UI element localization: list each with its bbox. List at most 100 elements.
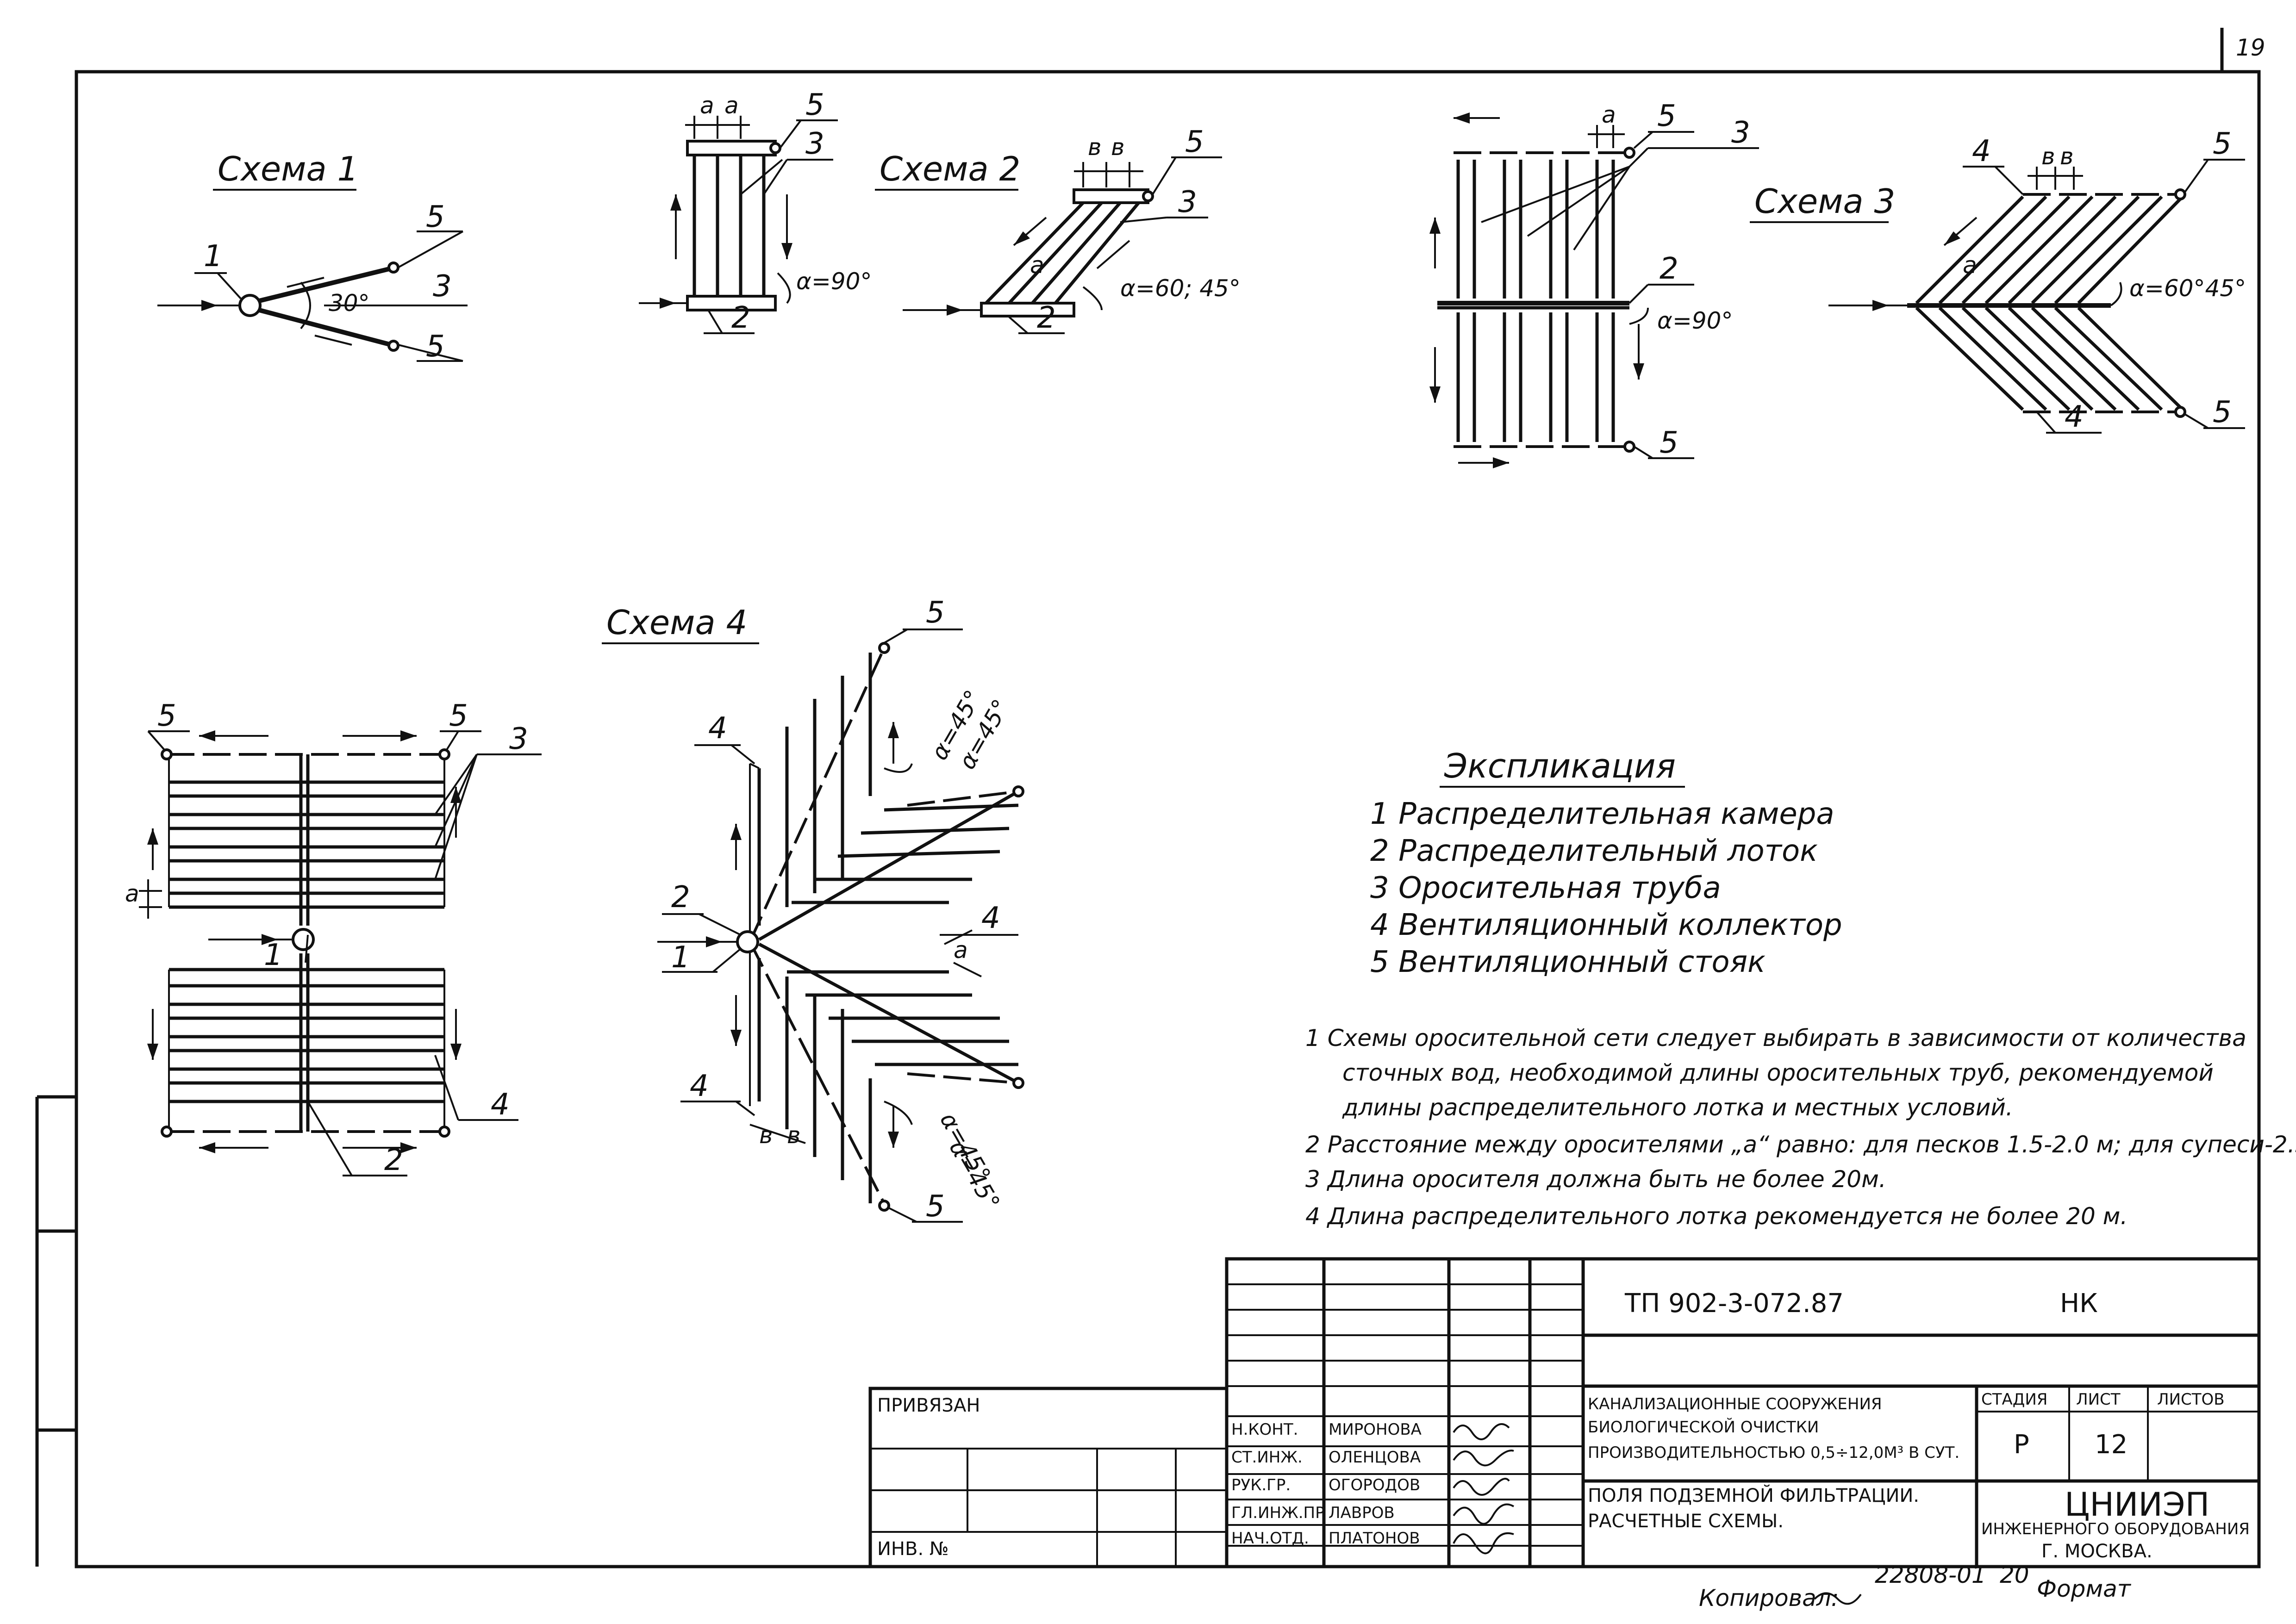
svg-text:3: 3 bbox=[805, 127, 824, 161]
svg-text:5: 5 bbox=[805, 88, 824, 122]
svg-text:Н.КОНТ.: Н.КОНТ. bbox=[1231, 1420, 1298, 1439]
scheme-1-title: Схема 1 bbox=[218, 149, 358, 188]
svg-text:в: в bbox=[1111, 134, 1124, 161]
svg-text:1: 1 bbox=[204, 239, 223, 274]
svg-text:КАНАЛИЗАЦИОННЫЕ СООРУЖЕНИЯ: КАНАЛИЗАЦИОННЫЕ СООРУЖЕНИЯ bbox=[1588, 1395, 1882, 1413]
scheme-2-title: Схема 2 bbox=[880, 149, 1020, 188]
svg-text:в: в bbox=[759, 1122, 773, 1149]
svg-text:30°: 30° bbox=[329, 290, 370, 317]
svg-text:ПЛАТОНОВ: ПЛАТОНОВ bbox=[1329, 1529, 1420, 1548]
doc-code: ТП 902-3-072.87 bbox=[1624, 1288, 1844, 1319]
svg-text:α=90°: α=90° bbox=[796, 268, 872, 295]
privyazan-label: ПРИВЯЗАН bbox=[877, 1395, 980, 1416]
svg-text:α=45°: α=45° bbox=[944, 1136, 1005, 1215]
svg-text:2: 2 bbox=[384, 1143, 403, 1177]
svg-text:5: 5 bbox=[449, 699, 468, 733]
svg-text:СТАДИЯ: СТАДИЯ bbox=[1981, 1390, 2047, 1409]
explication: Экспликация 1 Распределительная камера 2… bbox=[1370, 747, 1842, 979]
svg-text:a: a bbox=[125, 880, 139, 907]
svg-text:ПРОИЗВОДИТЕЛЬНОСТЬЮ 0,5÷12,0М³: ПРОИЗВОДИТЕЛЬНОСТЬЮ 0,5÷12,0М³ В СУТ. bbox=[1588, 1444, 1959, 1462]
page-number: 19 bbox=[2236, 34, 2265, 61]
inv-no-label: ИНВ. № bbox=[877, 1538, 948, 1560]
scheme-4-title: Схема 4 bbox=[606, 603, 747, 642]
svg-text:4: 4 bbox=[2065, 400, 2084, 434]
note-line: 2 Расстояние между оросителями „а“ равно… bbox=[1305, 1131, 2296, 1158]
svg-text:22808-01: 22808-01 bbox=[1875, 1562, 1986, 1588]
svg-text:ГЛ.ИНЖ.ПР: ГЛ.ИНЖ.ПР bbox=[1231, 1504, 1325, 1522]
note-line: 4 Длина распределительного лотка рекомен… bbox=[1305, 1203, 2128, 1230]
svg-text:в: в bbox=[787, 1122, 800, 1149]
svg-text:3: 3 bbox=[433, 269, 452, 304]
svg-text:5: 5 bbox=[1185, 125, 1204, 159]
svg-text:3: 3 bbox=[509, 722, 528, 756]
note-line: 1 Схемы оросительной сети следует выбира… bbox=[1305, 1025, 2246, 1052]
svg-text:2: 2 bbox=[671, 880, 690, 915]
svg-text:4: 4 bbox=[981, 901, 1000, 935]
scheme-2: Схема 2 α=90° a a 5 3 2 bbox=[639, 88, 1241, 335]
svg-text:РУК.ГР.: РУК.ГР. bbox=[1231, 1476, 1291, 1494]
svg-text:a: a bbox=[1963, 252, 1977, 279]
svg-text:ИНЖЕНЕРНОГО ОБОРУДОВАНИЯ: ИНЖЕНЕРНОГО ОБОРУДОВАНИЯ bbox=[1981, 1520, 2250, 1538]
footer: Копировал: 22808-01 20 Формат bbox=[1699, 1562, 2132, 1612]
svg-text:5: 5 bbox=[426, 330, 445, 364]
svg-text:a: a bbox=[724, 92, 739, 119]
svg-text:ЛАВРОВ: ЛАВРОВ bbox=[1329, 1504, 1395, 1522]
explication-item: 4 Вентиляционный коллектор bbox=[1370, 908, 1842, 942]
svg-text:α=90°: α=90° bbox=[1657, 307, 1733, 334]
note-line: длины распределительного лотка и местных… bbox=[1342, 1094, 2013, 1121]
explication-title: Экспликация bbox=[1444, 747, 1676, 785]
svg-text:5: 5 bbox=[926, 596, 945, 630]
scheme-4: Схема 4 bbox=[125, 596, 1024, 1224]
svg-text:2: 2 bbox=[1037, 301, 1056, 335]
svg-text:5: 5 bbox=[1660, 426, 1678, 460]
sheet-value: 12 bbox=[2095, 1430, 2128, 1460]
svg-text:БИОЛОГИЧЕСКОЙ ОЧИСТКИ: БИОЛОГИЧЕСКОЙ ОЧИСТКИ bbox=[1588, 1418, 1819, 1437]
distribution-chamber bbox=[238, 294, 262, 317]
svg-text:3: 3 bbox=[1178, 185, 1197, 219]
svg-text:20: 20 bbox=[2000, 1562, 2029, 1588]
svg-text:4: 4 bbox=[690, 1069, 709, 1103]
svg-text:ЛИСТОВ: ЛИСТОВ bbox=[2157, 1390, 2225, 1409]
signatures bbox=[1453, 1423, 1515, 1555]
title-block: ПРИВЯЗАН ИНВ. № Н.КОНТ. СТ.ИНЖ. РУК.ГР. … bbox=[868, 1257, 2261, 1568]
svg-text:в: в bbox=[1088, 134, 1101, 161]
svg-text:5: 5 bbox=[2213, 127, 2232, 161]
svg-text:5: 5 bbox=[2213, 395, 2232, 429]
svg-text:5: 5 bbox=[926, 1189, 945, 1224]
svg-text:α=60; 45°: α=60; 45° bbox=[1120, 275, 1241, 302]
note-line: 3 Длина оросителя должна быть не более 2… bbox=[1305, 1166, 1886, 1193]
scheme-3-title: Схема 3 bbox=[1754, 182, 1895, 221]
svg-text:5: 5 bbox=[157, 699, 176, 733]
svg-text:5: 5 bbox=[426, 200, 445, 234]
svg-text:ПОЛЯ ПОДЗЕМНОЙ ФИЛЬТРАЦИИ.: ПОЛЯ ПОДЗЕМНОЙ ФИЛЬТРАЦИИ. bbox=[1588, 1484, 1919, 1506]
svg-text:Формат: Формат bbox=[2037, 1575, 2132, 1602]
svg-text:Копировал:: Копировал: bbox=[1699, 1585, 1839, 1612]
svg-text:4: 4 bbox=[708, 711, 727, 746]
svg-text:НАЧ.ОТД.: НАЧ.ОТД. bbox=[1231, 1529, 1309, 1548]
svg-text:в: в bbox=[2041, 143, 2055, 170]
svg-text:РАСЧЕТНЫЕ СХЕМЫ.: РАСЧЕТНЫЕ СХЕМЫ. bbox=[1588, 1511, 1784, 1532]
svg-text:2: 2 bbox=[1660, 252, 1678, 286]
distribution-chamber-4 bbox=[292, 928, 315, 951]
svg-text:a: a bbox=[700, 92, 714, 119]
stage-value: Р bbox=[2014, 1430, 2029, 1460]
note-line: сточных вод, необходимой длины ороситель… bbox=[1342, 1059, 2214, 1086]
scheme-1: Схема 1 30° 5 5 3 1 bbox=[157, 149, 468, 364]
svg-text:ЛИСТ: ЛИСТ bbox=[2076, 1390, 2121, 1409]
scheme-3: Схема 3 α=90° a bbox=[1429, 99, 2246, 468]
explication-item: 3 Оросительная труба bbox=[1370, 871, 1721, 905]
explication-item: 2 Распределительный лоток bbox=[1370, 834, 1818, 868]
section-code: НК bbox=[2060, 1288, 2098, 1319]
svg-text:ОЛЕНЦОВА: ОЛЕНЦОВА bbox=[1329, 1448, 1421, 1467]
svg-text:1: 1 bbox=[264, 938, 283, 972]
svg-text:3: 3 bbox=[1731, 116, 1750, 150]
svg-text:МИРОНОВА: МИРОНОВА bbox=[1329, 1420, 1422, 1439]
svg-text:5: 5 bbox=[1657, 99, 1676, 133]
svg-text:2: 2 bbox=[731, 301, 750, 335]
org-name: ЦНИИЭП bbox=[2065, 1486, 2209, 1524]
explication-item: 5 Вентиляционный стояк bbox=[1370, 945, 1766, 979]
svg-text:α=60°45°: α=60°45° bbox=[2129, 275, 2246, 302]
svg-text:Г. МОСКВА.: Г. МОСКВА. bbox=[2041, 1541, 2152, 1562]
notes: 1 Схемы оросительной сети следует выбира… bbox=[1305, 1025, 2296, 1230]
